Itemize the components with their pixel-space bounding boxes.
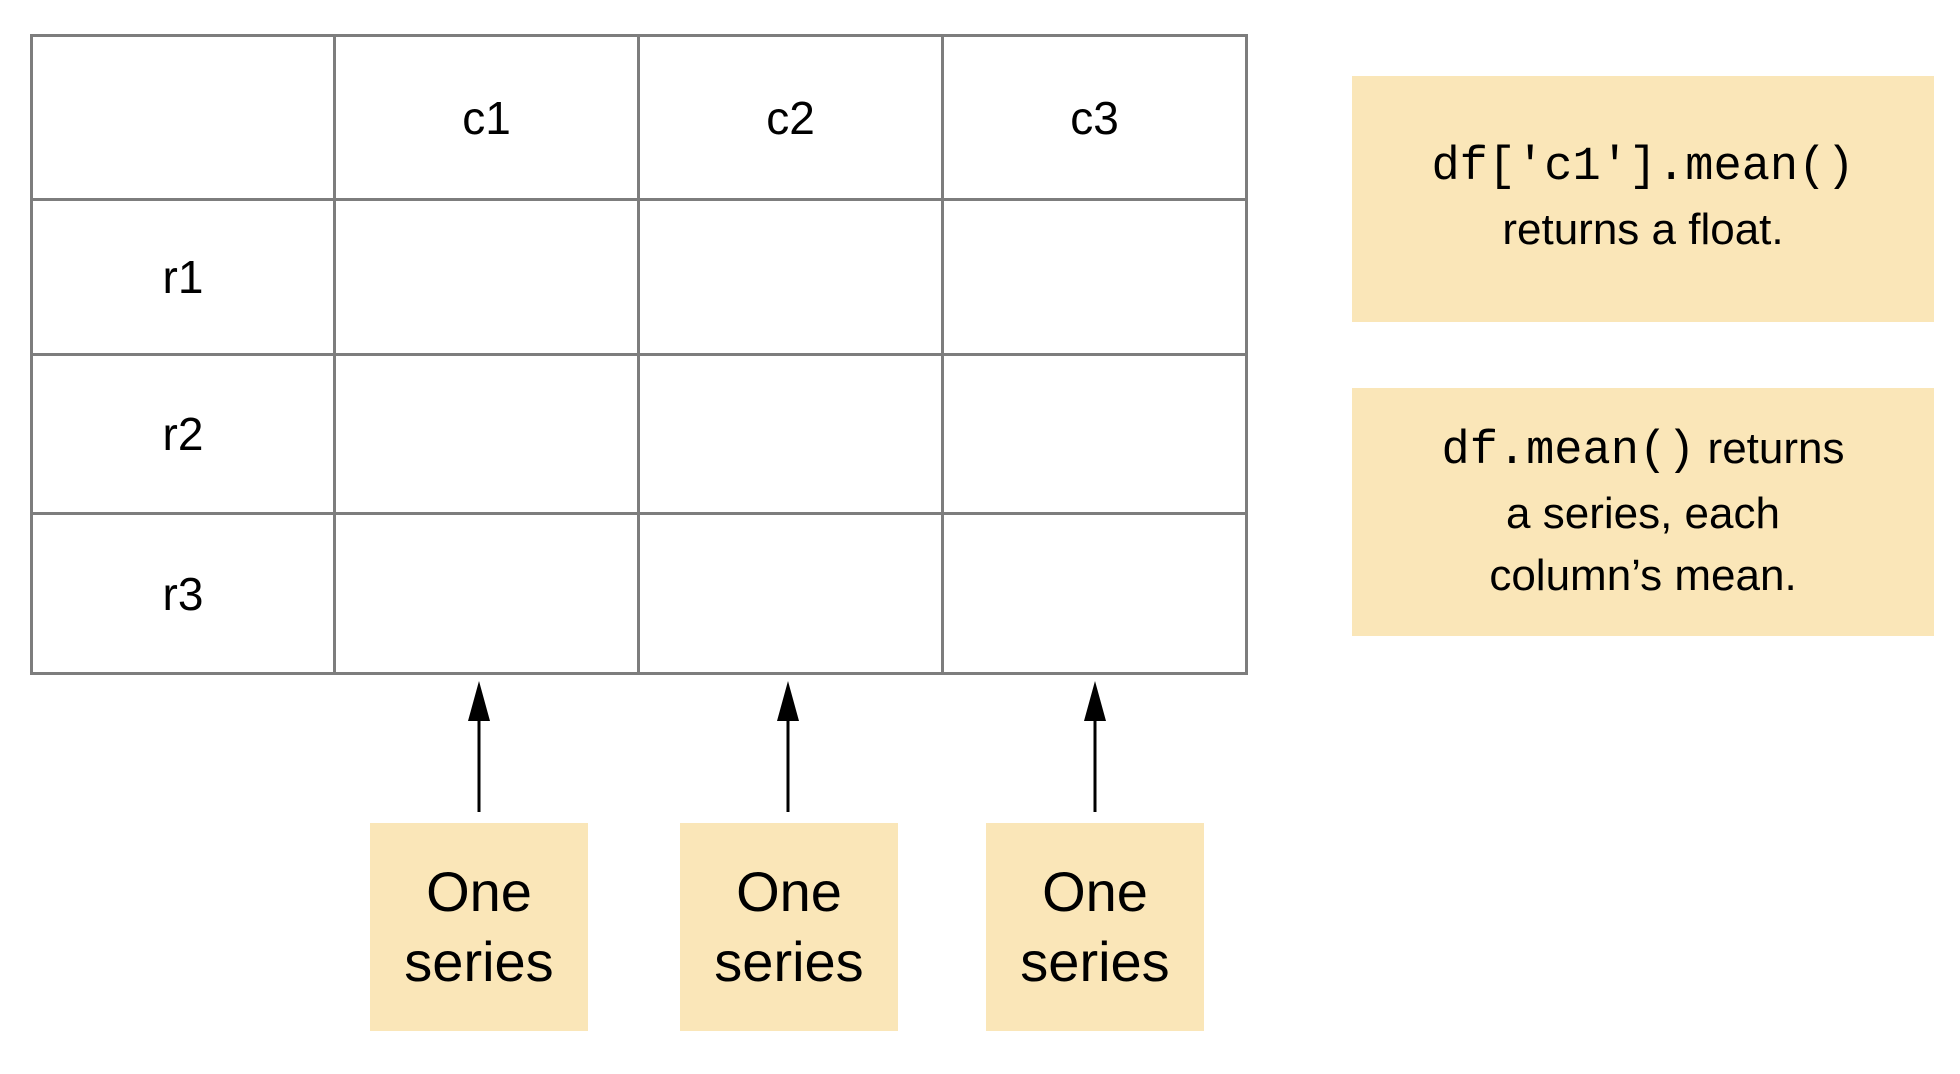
corner-cell <box>30 34 336 201</box>
column-header-c1: c1 <box>333 34 640 201</box>
dataframe-mean-returns: returns <box>1695 423 1845 473</box>
table-row: r2 <box>30 353 1248 515</box>
arrow-c1 <box>468 681 490 812</box>
dataframe-mean-line1: df.mean() returns <box>1441 418 1844 483</box>
data-cell <box>637 198 944 356</box>
dataframe-mean-note: df.mean() returns a series, each column’… <box>1352 388 1934 636</box>
series-note-c1: One series <box>370 823 588 1031</box>
dataframe-mean-code: df.mean() <box>1441 424 1696 478</box>
data-cell <box>637 353 944 515</box>
column-header-c3: c3 <box>941 34 1248 201</box>
table-row: r3 <box>30 512 1248 675</box>
row-label-r1: r1 <box>30 198 336 356</box>
column-header-c2: c2 <box>637 34 944 201</box>
series-note-c3: One series <box>986 823 1204 1031</box>
header-row: c1 c2 c3 <box>30 34 1248 201</box>
series-note-line2: series <box>1020 930 1170 993</box>
single-column-mean-code: df['c1'].mean() <box>1431 141 1855 194</box>
data-cell <box>637 512 944 675</box>
data-cell <box>941 353 1248 515</box>
series-note-c2: One series <box>680 823 898 1031</box>
series-note-line1: One <box>736 860 842 923</box>
data-cell <box>333 353 640 515</box>
arrow-c2 <box>777 681 799 812</box>
single-column-mean-text: returns a float. <box>1502 205 1784 254</box>
series-note-line2: series <box>404 930 554 993</box>
single-column-mean-note: df['c1'].mean() returns a float. <box>1352 76 1934 322</box>
dataframe-table: c1 c2 c3 r1 r2 r3 <box>30 34 1248 675</box>
table-row: r1 <box>30 198 1248 356</box>
arrow-c3 <box>1084 681 1106 812</box>
dataframe-mean-line2: a series, each <box>1506 488 1780 538</box>
series-note-line1: One <box>1042 860 1148 923</box>
dataframe-mean-line3: column’s mean. <box>1489 550 1797 600</box>
data-cell <box>333 512 640 675</box>
series-note-line1: One <box>426 860 532 923</box>
row-label-r3: r3 <box>30 512 336 675</box>
row-label-r2: r2 <box>30 353 336 515</box>
data-cell <box>941 512 1248 675</box>
data-cell <box>333 198 640 356</box>
series-note-line2: series <box>714 930 864 993</box>
data-cell <box>941 198 1248 356</box>
